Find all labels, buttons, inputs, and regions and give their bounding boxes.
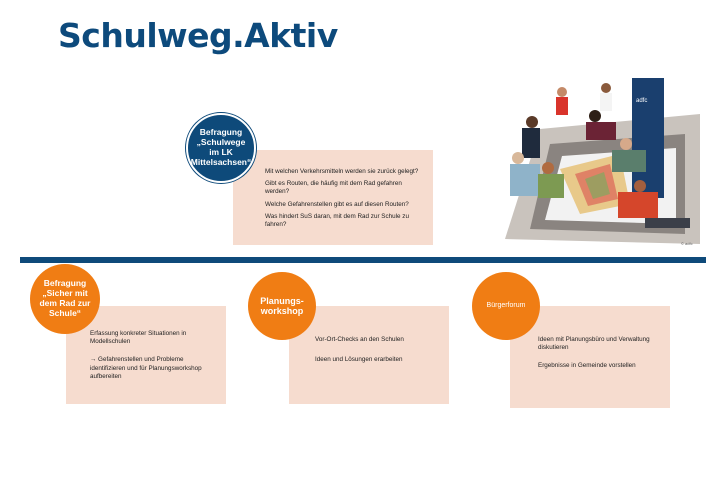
step-circle-umfrage-schulwege: Befragung „Schulwege im LK Mittelsachsen… [186, 113, 256, 183]
photo-badge: adfc [636, 98, 647, 104]
step-circle-buergerforum: Bürgerforum [472, 272, 540, 340]
step-card-umfrage-sicher: Erfassung konkreter Situationen in Model… [66, 306, 226, 404]
step-item: Ideen und Lösungen erarbeiten [315, 356, 403, 364]
step-label: Bürgerforum [486, 301, 526, 309]
step-item: Erfassung konkreter Situationen in Model… [90, 330, 187, 346]
step-item: Gibt es Routen, die häufig mit dem Rad g… [265, 180, 402, 196]
page-title: Schulweg.Aktiv [58, 16, 338, 55]
photo-people [510, 83, 690, 228]
step-circle-planungsworkshop: Planungs-workshop [248, 272, 316, 340]
step-circle-umfrage-sicher: Befragung „Sicher mit dem Rad zur Schule… [30, 264, 100, 334]
step-item: Vor-Ort-Checks an den Schulen [315, 336, 404, 343]
step-card-buergerforum: Ideen mit Planungsbüro und Verwaltung di… [510, 306, 670, 408]
step-item: Ideen mit Planungsbüro und Verwaltung di… [538, 336, 650, 352]
step-card-planungsworkshop: Vor-Ort-Checks an den Schulen Ideen und … [289, 306, 449, 404]
photo-banner [632, 78, 664, 198]
workshop-photo: adfc [505, 78, 700, 244]
step-label: Planungs-workshop [260, 295, 304, 316]
step-item: → Gefahrenstellen und Probleme identifiz… [90, 356, 202, 380]
step-item: Welche Gefahrenstellen gibt es auf diese… [265, 200, 409, 208]
step-item: Mit welchen Verkehrsmitteln werden sie z… [265, 168, 419, 175]
photo-copyright: © adfc [681, 241, 693, 246]
step-item: Ergebnisse in Gemeinde vorstellen [538, 362, 636, 370]
step-item: Was hindert SuS daran, mit dem Rad zur S… [265, 212, 409, 228]
step-label: Befragung „Schulwege im LK Mittelsachsen… [190, 127, 252, 167]
step-card-umfrage-schulwege: Mit welchen Verkehrsmitteln werden sie z… [233, 150, 433, 245]
timeline-bar [20, 257, 706, 263]
step-label: Befragung „Sicher mit dem Rad zur Schule… [39, 278, 91, 318]
